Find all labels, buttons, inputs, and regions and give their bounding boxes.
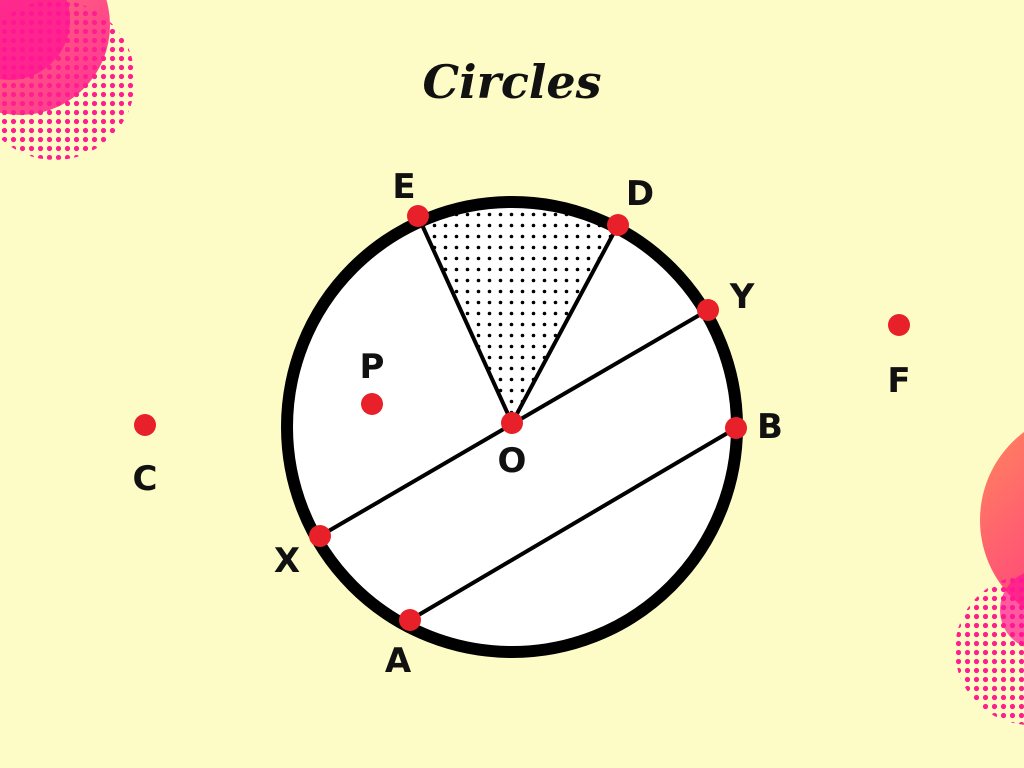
label-X: X (274, 541, 300, 581)
label-B: B (757, 407, 783, 447)
shaded-sector-EOD (418, 196, 618, 423)
point-Y (697, 299, 719, 321)
label-O: O (498, 441, 527, 481)
point-E (407, 205, 429, 227)
decor-blob-right (955, 432, 1024, 725)
radius-OD (510, 224, 620, 424)
point-F (888, 314, 910, 336)
point-X (309, 525, 331, 547)
point-B (725, 417, 747, 439)
label-E: E (392, 167, 415, 207)
label-F: F (887, 361, 910, 401)
point-A (399, 609, 421, 631)
radius-OE (416, 215, 514, 424)
chord-AB (408, 426, 738, 622)
label-D: D (626, 174, 654, 214)
label-A: A (385, 641, 412, 681)
point-O (501, 412, 523, 434)
point-C (134, 414, 156, 436)
label-C: C (133, 459, 158, 499)
diagram-title: Circles (423, 55, 602, 109)
label-P: P (360, 347, 385, 387)
point-D (607, 214, 629, 236)
decor-blob-top-left (0, 0, 135, 160)
label-Y: Y (729, 277, 755, 317)
point-P (361, 393, 383, 415)
